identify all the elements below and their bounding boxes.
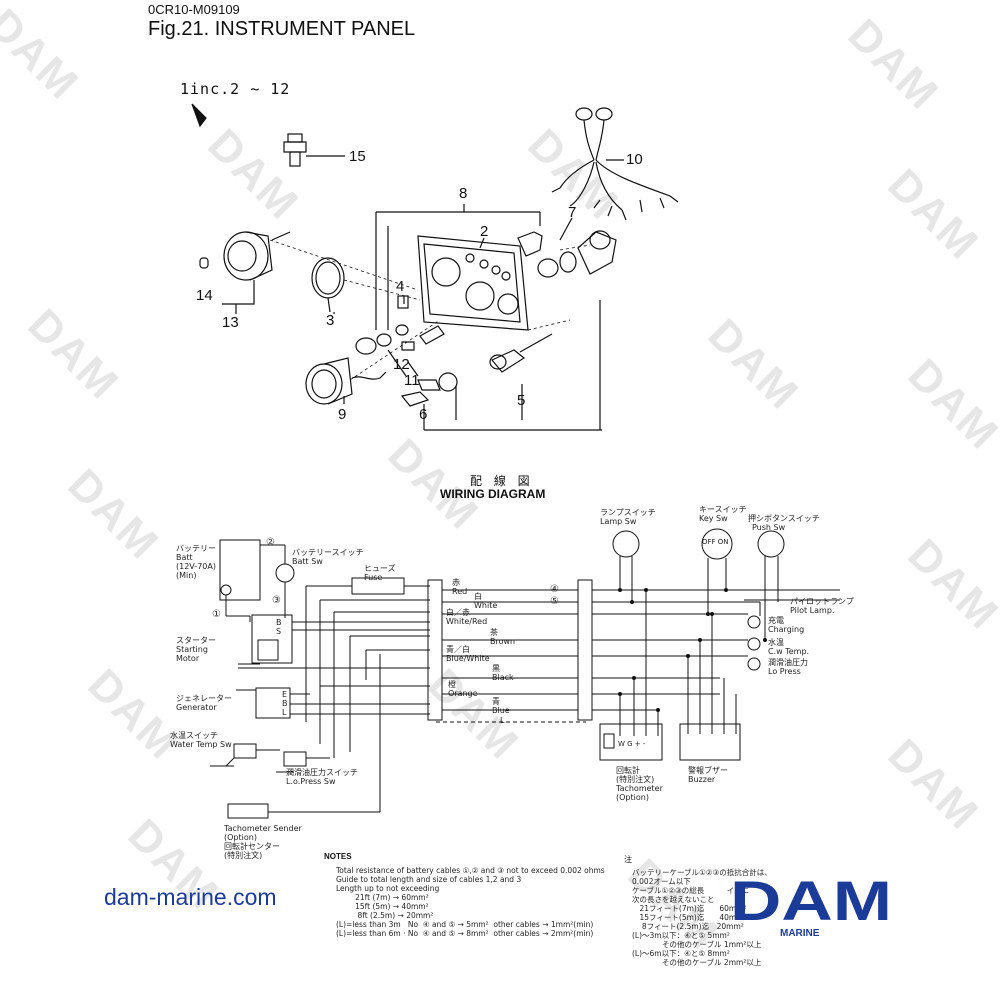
wire-white-label: 白 White (474, 592, 498, 610)
part-number-10: 10 (626, 151, 643, 168)
fuse-label: ヒューズ Fuse (364, 564, 396, 582)
generator-label: ジェネレーター Generator (176, 694, 232, 712)
cable-4-marker: ④ (550, 584, 559, 595)
pilot-lamp-label: パイロットランプ Pilot Lamp. (790, 597, 854, 615)
push-switch-jp-label: 押シボタンスイッチ (748, 514, 820, 523)
part-number-12: 12 (393, 356, 410, 373)
generator-terminals: E B L (282, 690, 288, 717)
logo-subtitle: MARINE (780, 928, 820, 939)
key-switch-jp-label: キースイッチ (699, 505, 747, 514)
part-number-7: 7 (568, 204, 577, 221)
cable-2-marker: ② (266, 537, 275, 548)
cable-5-marker: ⑤ (550, 596, 559, 607)
part-number-9: 9 (338, 406, 347, 423)
tachometer-terminals: W G + - (618, 740, 646, 748)
lamp-switch-en-label: Lamp Sw (600, 517, 637, 526)
notes-body-en: Total resistance of battery cables ①,② a… (336, 866, 605, 938)
battery-label: バッテリー Batt (12V-70A) (Min) (176, 544, 216, 580)
exploded-view-drawing (191, 103, 679, 431)
starter-label: スターター Starting Motor (176, 636, 216, 663)
wire-blue-white-label: 青／白 Blue/White (446, 645, 490, 663)
lamp-switch-jp-label: ランプスイッチ (600, 508, 656, 517)
wire-black-label: 黒 Black (492, 664, 514, 682)
figure-title: Fig.21. INSTRUMENT PANEL (148, 18, 416, 40)
notes-heading: NOTES (324, 852, 352, 861)
part-number-5: 5 (517, 392, 526, 409)
cable-3-marker: ③ (272, 595, 281, 606)
part-number-15: 15 (349, 148, 366, 165)
water-temp-switch-label: 水温スイッチ Water Temp Sw (170, 731, 232, 749)
wiring-diagram-drawing (210, 528, 840, 819)
site-link[interactable]: dam-marine.com (104, 884, 277, 910)
part-number-2: 2 (480, 223, 489, 240)
buzzer-label: 警報ブザー Buzzer (688, 766, 728, 784)
part-number-8: 8 (459, 185, 468, 202)
starter-terminals: B S (276, 618, 282, 636)
length-marker: L (500, 716, 505, 725)
push-switch-en-label: Push Sw (752, 523, 786, 532)
wire-blue-label: 青 Blue (492, 697, 510, 715)
tachometer-label: 回転計 (特別注文) Tachometer (Option) (616, 766, 663, 802)
part-number-4: 4 (396, 278, 405, 295)
wire-red-label: 赤 Red (452, 578, 468, 596)
part-number-13: 13 (222, 314, 239, 331)
wire-brown-label: 茶 Brown (490, 628, 516, 646)
cw-temp-lamp-label: 水温 C.w Temp. (768, 638, 810, 656)
part-number-14: 14 (196, 287, 213, 304)
part-note: 1inc.2 ~ 12 (180, 80, 291, 98)
part-number-6: 6 (419, 406, 428, 423)
wire-white-red-label: 白／赤 White/Red (446, 608, 488, 626)
wire-orange-label: 橙 Orange (448, 680, 478, 698)
part-number-11: 11 (404, 372, 420, 389)
part-number-3: 3 (326, 312, 335, 329)
document-id: 0CR10-M09109 (148, 2, 240, 17)
wiring-heading-en: WIRING DIAGRAM (440, 487, 546, 501)
wiring-heading-jp: 配 線 図 (470, 474, 534, 488)
notes-heading-jp: 注 (624, 855, 632, 864)
svg-text:DAM: DAM (730, 874, 892, 926)
tacho-sender-label: Tachometer Sender (Option) 回転計センター (特別注文… (224, 824, 302, 860)
key-switch-en-label: Key Sw (699, 514, 728, 523)
lo-press-switch-label: 潤滑油圧力スイッチ L.o.Press Sw (286, 768, 358, 786)
key-switch-positions: OFF ON (702, 538, 729, 546)
battery-switch-label: バッテリースイッチ Batt Sw (292, 548, 364, 566)
lo-press-lamp-label: 潤滑油圧力 Lo Press (768, 658, 808, 676)
notes-body-jp: バッテリーケーブル①②③の抵抗合計は、 0.002オーム以下 ケーブル①②③の総… (632, 868, 772, 967)
cable-1-marker: ① (212, 609, 221, 620)
charging-lamp-label: 充電 Charging (768, 616, 805, 634)
dam-logo: DAM (730, 874, 892, 926)
